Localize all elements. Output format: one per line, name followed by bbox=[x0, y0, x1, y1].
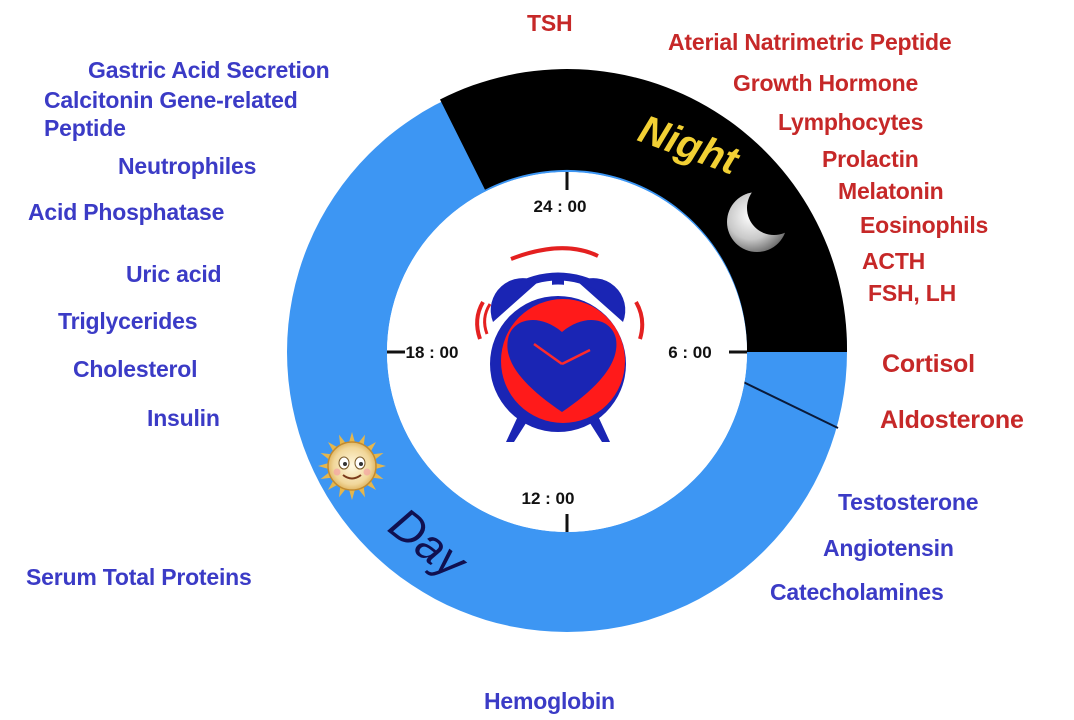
label-triglycerides: Triglycerides bbox=[58, 308, 198, 334]
label-insulin: Insulin bbox=[147, 405, 220, 431]
label-cgrp-line1: Calcitonin Gene-related bbox=[44, 87, 298, 113]
label-angiotensin: Angiotensin bbox=[823, 535, 954, 561]
time-24: 24 : 00 bbox=[534, 197, 587, 216]
label-hemoglobin: Hemoglobin bbox=[484, 688, 615, 714]
label-melatonin: Melatonin bbox=[838, 178, 944, 204]
label-uric-acid: Uric acid bbox=[126, 261, 222, 287]
label-acth: ACTH bbox=[862, 248, 926, 274]
sun-ray bbox=[338, 486, 346, 498]
label-cgrp-line2: Peptide bbox=[44, 115, 126, 141]
label-atrial-natriuretic-peptide: Aterial Natrimetric Peptide bbox=[668, 29, 952, 55]
label-neutrophiles: Neutrophiles bbox=[118, 153, 257, 179]
label-eosinophils: Eosinophils bbox=[860, 212, 989, 238]
time-6: 6 : 00 bbox=[668, 343, 711, 362]
sun-ray bbox=[349, 432, 355, 443]
sun-ray bbox=[349, 489, 355, 500]
label-prolactin: Prolactin bbox=[822, 146, 919, 172]
label-tsh: TSH bbox=[527, 10, 573, 36]
label-catecholamines: Catecholamines bbox=[770, 579, 944, 605]
label-serum-total-proteins: Serum Total Proteins bbox=[26, 564, 252, 590]
sun-ray bbox=[338, 434, 346, 446]
moon-icon bbox=[727, 181, 801, 252]
label-growth-hormone: Growth Hormone bbox=[733, 70, 919, 96]
label-fsh-lh: FSH, LH bbox=[868, 280, 957, 306]
sun-ray bbox=[372, 472, 384, 480]
label-cortisol: Cortisol bbox=[882, 350, 975, 378]
alarm-clock-icon bbox=[475, 246, 645, 442]
sun-ray bbox=[358, 486, 366, 498]
time-18: 18 : 00 bbox=[406, 343, 459, 362]
sun-icon bbox=[318, 432, 386, 500]
label-gastric-acid-secretion: Gastric Acid Secretion bbox=[88, 57, 330, 83]
sun-ray bbox=[320, 472, 332, 480]
night-segment bbox=[440, 69, 848, 352]
sun-ray bbox=[318, 463, 329, 469]
sun-ray bbox=[372, 452, 384, 460]
segment-divider bbox=[734, 377, 839, 429]
label-aldosterone: Aldosterone bbox=[880, 406, 1024, 434]
sun-ray bbox=[358, 434, 366, 446]
label-testosterone: Testosterone bbox=[838, 489, 979, 515]
label-cholesterol: Cholesterol bbox=[73, 356, 198, 382]
label-acid-phosphatase: Acid Phosphatase bbox=[28, 199, 225, 225]
sun-ray bbox=[320, 452, 332, 460]
sun-ray bbox=[375, 463, 386, 469]
label-lymphocytes: Lymphocytes bbox=[778, 109, 924, 135]
time-12: 12 : 00 bbox=[522, 489, 575, 508]
